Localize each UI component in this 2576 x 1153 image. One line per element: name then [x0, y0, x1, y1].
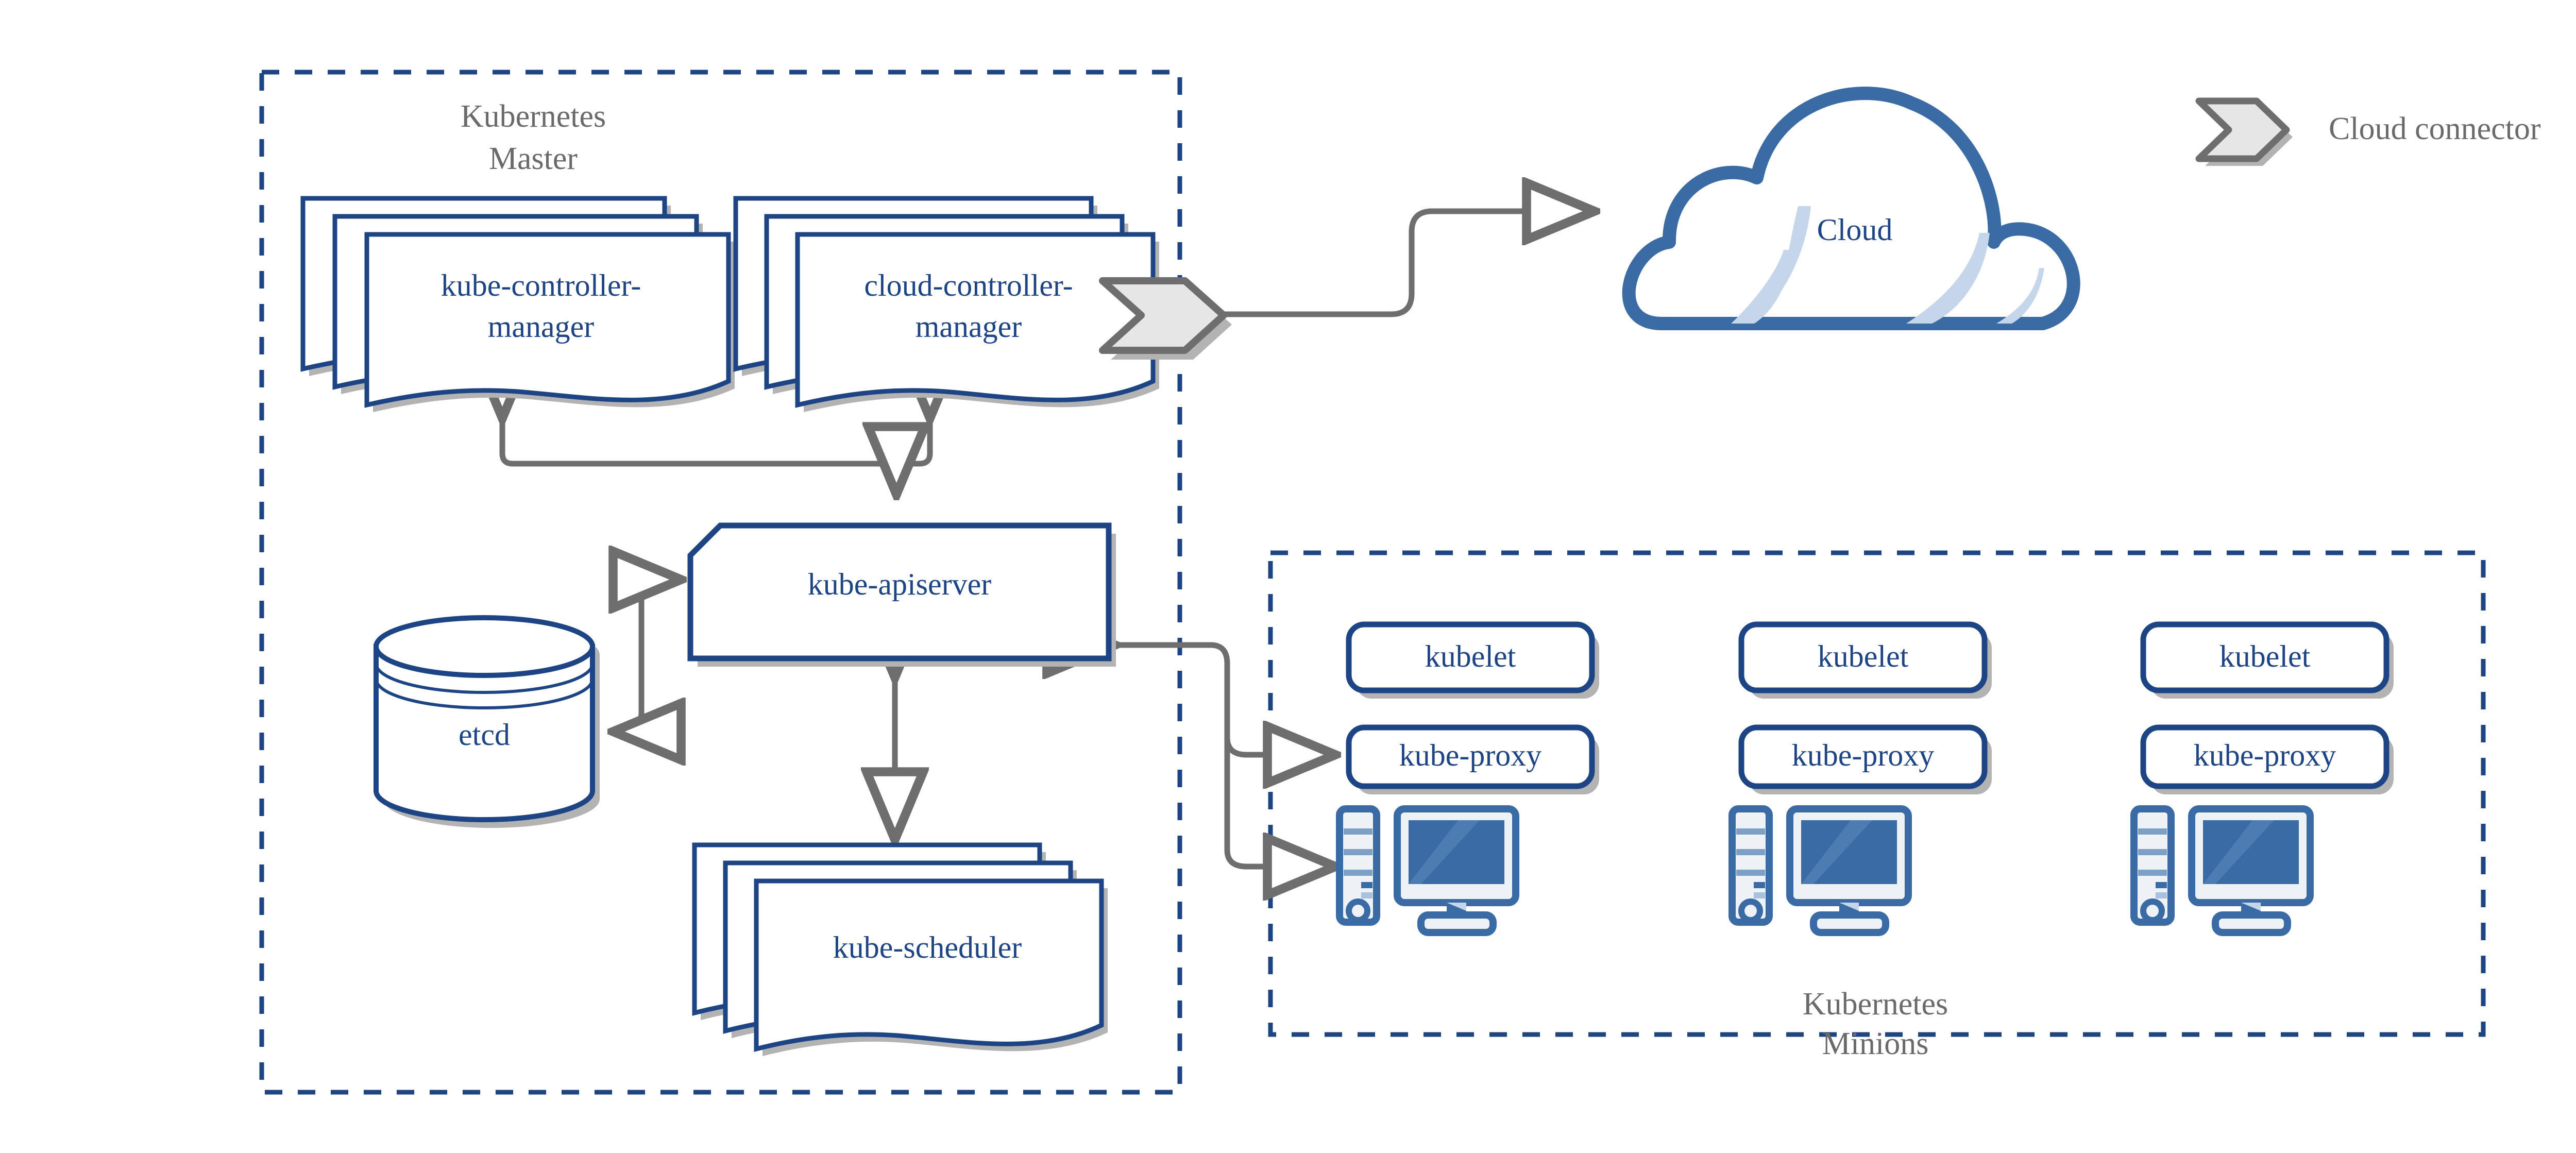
minion-node-1: kubelet kube-proxy: [1336, 621, 1599, 936]
kubelet-box-3[interactable]: kubelet: [2140, 621, 2394, 699]
cloud-icon-accent-4: [1996, 268, 2044, 324]
minions-group-label: Kubernetes Minions: [1803, 987, 1948, 1061]
database-cylinder-icon-ring1: [375, 663, 594, 694]
kube-controller-manager-label-line2: manager: [488, 310, 595, 344]
etcd-label: etcd: [459, 718, 510, 752]
database-cylinder-icon-ring2: [375, 679, 594, 709]
cloud-shape[interactable]: Cloud: [1622, 87, 2080, 330]
legend: Cloud connector: [2195, 97, 2541, 166]
node-kube-apiserver[interactable]: kube-apiserver: [687, 522, 1116, 667]
master-group-boundary: [259, 70, 1182, 1095]
minions-label-line2: Minions: [1822, 1026, 1929, 1061]
minions-label-line1: Kubernetes: [1803, 987, 1948, 1022]
master-label-line1: Kubernetes: [461, 99, 606, 134]
node-etcd[interactable]: etcd: [374, 615, 600, 828]
kubelet-label-1: kubelet: [1425, 639, 1516, 673]
master-group-label: Kubernetes Master: [461, 99, 606, 176]
node-kube-controller-manager[interactable]: kube-controller- manager: [300, 196, 735, 412]
connector-apiserver-to-etcd-line: [613, 587, 651, 732]
kube-controller-manager-label-line1: kube-controller-: [441, 268, 641, 302]
connector-chevron-to-cloud: [1217, 211, 1595, 317]
cloud-controller-manager-label-line1: cloud-controller-: [864, 268, 1073, 302]
connector-etcd-to-apiserver: [629, 580, 681, 727]
kube-scheduler-label: kube-scheduler: [833, 930, 1022, 964]
desktop-computer-icon-1: [1336, 805, 1519, 936]
cloud-icon-outline: [1622, 87, 2080, 330]
minions-group-boundary: [1268, 550, 2486, 1037]
minion-node-3: kubelet kube-proxy: [2130, 621, 2394, 936]
desktop-computer-icon-2: [1728, 805, 1912, 936]
connectors-layer: [502, 211, 1595, 867]
node-cloud-controller-manager[interactable]: cloud-controller- manager: [733, 196, 1159, 412]
kubelet-label-3: kubelet: [2219, 639, 2311, 673]
kubelet-label-2: kubelet: [1818, 639, 1909, 673]
cloud-controller-manager-label-line2: manager: [916, 310, 1022, 344]
cloud-label: Cloud: [1817, 213, 1893, 247]
cloud-connector-icon[interactable]: [1099, 277, 1232, 360]
kubelet-box-2[interactable]: kubelet: [1738, 621, 1992, 699]
connector-kcm-branch: [502, 418, 900, 467]
kube-proxy-box-2[interactable]: kube-proxy: [1738, 724, 1992, 794]
legend-cloud-connector-icon: [2195, 97, 2293, 166]
kubelet-box-1[interactable]: kubelet: [1346, 621, 1599, 699]
connector-ccm-branch: [896, 418, 930, 495]
cloud-icon-accent-3: [1906, 233, 1990, 324]
kube-proxy-label-3: kube-proxy: [2194, 738, 2336, 772]
database-cylinder-icon-top: [374, 615, 595, 678]
kube-proxy-box-1[interactable]: kube-proxy: [1346, 724, 1599, 794]
desktop-computer-icon-3: [2130, 805, 2314, 936]
master-label-line2: Master: [489, 141, 578, 176]
cloud-icon-accent-2: [1731, 250, 1793, 324]
kube-apiserver-label: kube-apiserver: [808, 567, 992, 601]
kube-proxy-label-2: kube-proxy: [1792, 738, 1935, 772]
minion-node-2: kubelet kube-proxy: [1728, 621, 1992, 936]
connector-minions-trunk-lower: [1224, 685, 1335, 867]
node-kube-scheduler[interactable]: kube-scheduler: [692, 842, 1108, 1056]
connector-apiserver-to-kubelet: [1111, 644, 1334, 753]
kube-proxy-label-1: kube-proxy: [1399, 738, 1542, 772]
legend-cloud-connector-label: Cloud connector: [2329, 111, 2541, 146]
kube-proxy-box-3[interactable]: kube-proxy: [2140, 724, 2394, 794]
